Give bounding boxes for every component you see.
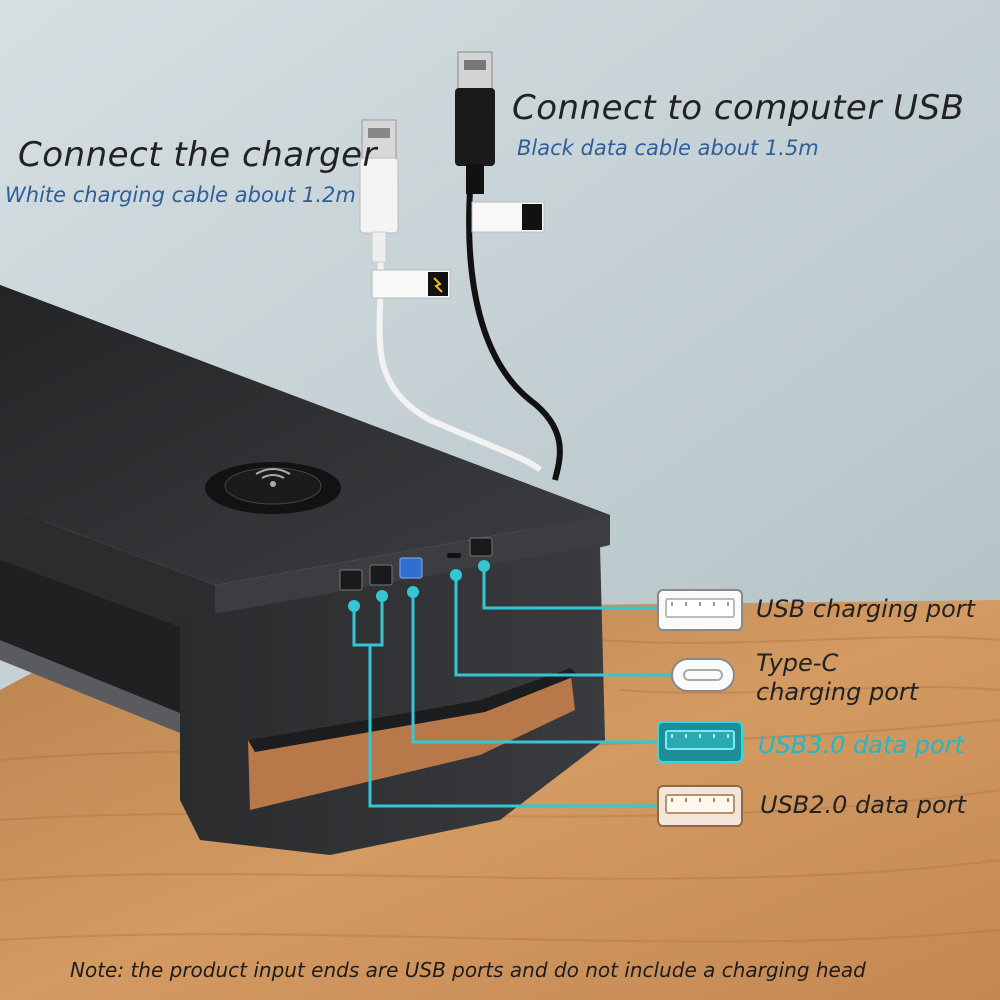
black-usb-plug [455,51,545,233]
white-usb-plug [359,119,451,299]
charger-heading: Connect the charger [18,135,378,175]
usb-a-icon [657,589,743,631]
front-ports [339,537,493,591]
type-c-label-line2: charging port [756,678,919,706]
usb2-data-port-label: USB2.0 data port [760,791,966,819]
type-c-label-line1: Type-C [756,649,839,677]
usb-charging-port-label: USB charging port [756,595,976,623]
footnote: Note: the product input ends are USB por… [70,958,866,982]
wireless-icon [255,468,291,487]
usb-a-icon [657,785,743,827]
white-charging-cable [376,249,543,473]
computer-subtitle: Black data cable about 1.5m [517,136,819,160]
leader-dots [348,560,490,612]
computer-heading: Connect to computer USB [512,88,965,128]
black-data-cable [466,189,563,481]
usb-c-icon [671,658,735,692]
usb3-data-port-label: USB3.0 data port [758,731,964,759]
charger-subtitle: White charging cable about 1.2m [5,183,356,207]
leader-lines [352,568,672,808]
usb-a-icon [657,721,743,763]
